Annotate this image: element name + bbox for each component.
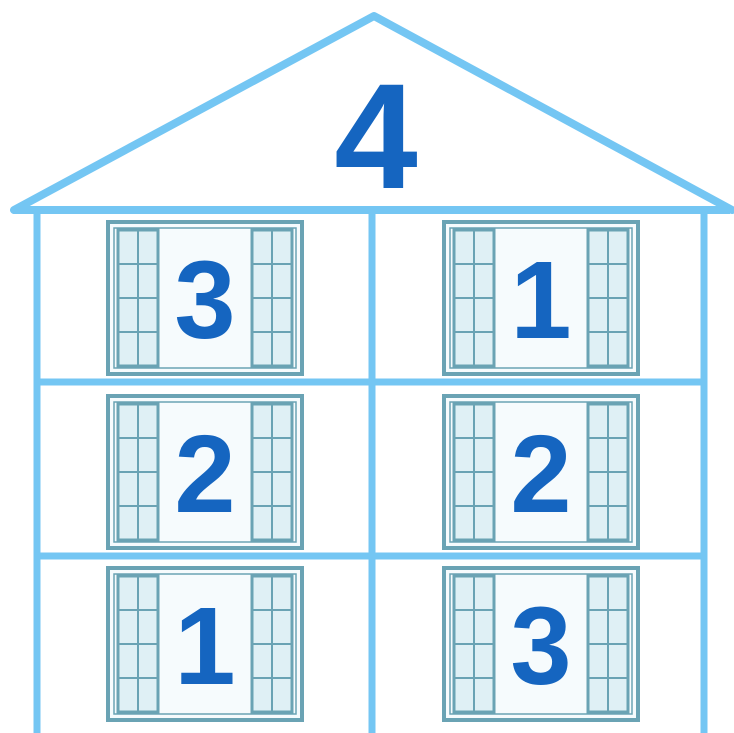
roof-number: 4 [334,52,417,220]
room-number-top-right: 1 [510,239,571,362]
room-number-middle-right: 2 [510,413,571,536]
room-number-middle-left: 2 [174,413,235,536]
room-number-bottom-right: 3 [510,585,571,708]
room-number-top-left: 3 [174,239,235,362]
room-number-bottom-left: 1 [174,585,235,708]
